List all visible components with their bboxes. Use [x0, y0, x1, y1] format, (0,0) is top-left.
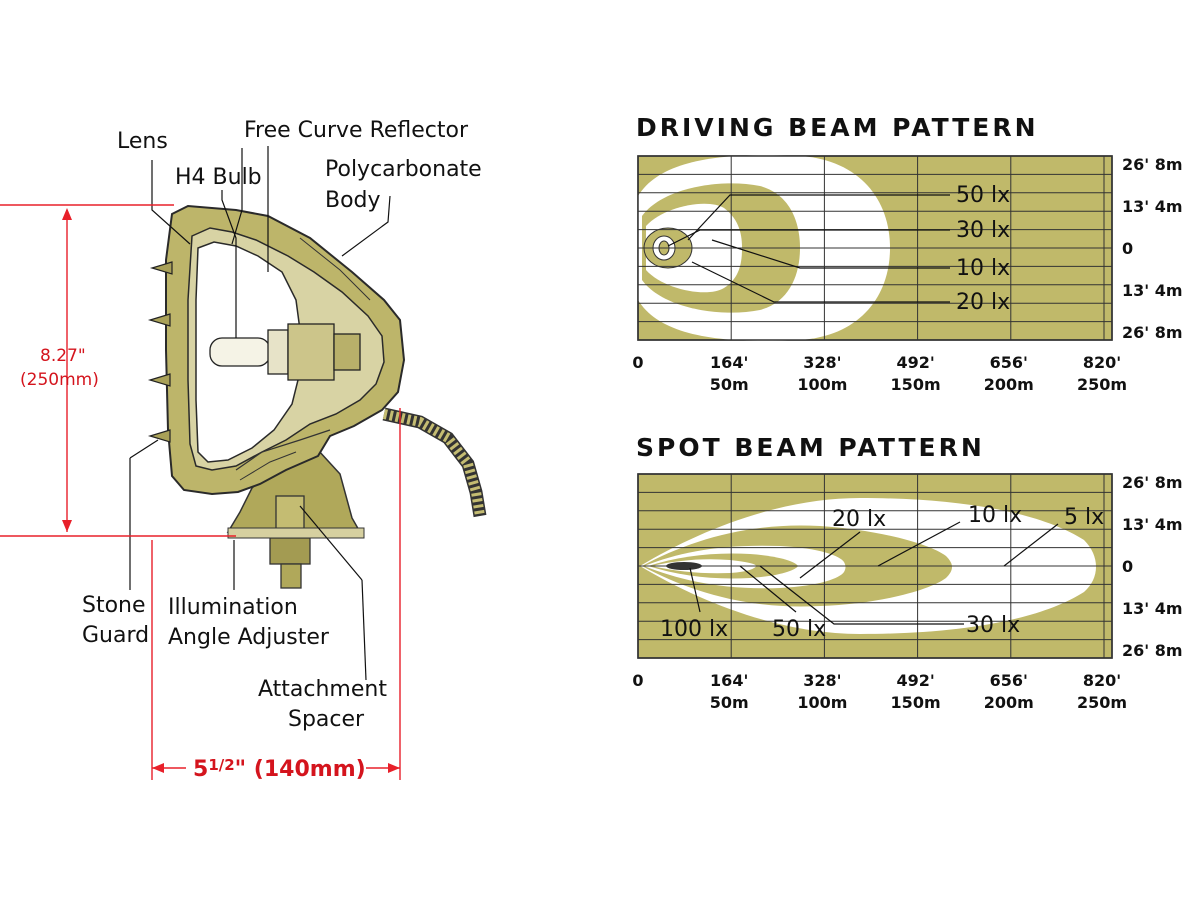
- spot-x-tick-m: 200m: [984, 693, 1034, 712]
- spot-y-tick: 0: [1122, 557, 1133, 576]
- spot-x-tick-ft: 0: [632, 671, 643, 690]
- driving-x-tick-ft: 820': [1083, 353, 1121, 372]
- spot-beam-chart: 20 lx 10 lx 5 lx 100 lx 50 lx 30 lx 0 164…: [632, 473, 1182, 712]
- driving-x-tick-ft: 656': [990, 353, 1028, 372]
- height-inches: 8.27": [40, 346, 86, 366]
- spot-x-tick-m: 250m: [1077, 693, 1127, 712]
- spot-lux-5: 5 lx: [1064, 505, 1104, 530]
- spot-x-tick-m: 50m: [710, 693, 749, 712]
- driving-x-tick-ft: 492': [896, 353, 934, 372]
- lamp-cross-section: [147, 204, 487, 589]
- driving-lux-30: 30 lx: [956, 218, 1010, 243]
- label-body: Body: [325, 188, 381, 213]
- driving-x-tick-ft: 0: [632, 353, 643, 372]
- label-spacer: Spacer: [288, 707, 365, 732]
- label-angle-adjuster: Angle Adjuster: [168, 625, 330, 650]
- driving-x-tick-m: 50m: [710, 375, 749, 394]
- driving-beam-chart: 50 lx 30 lx 10 lx 20 lx 0 164' 50m 328' 100m…: [632, 155, 1182, 394]
- spot-x-tick-ft: 164': [710, 671, 748, 690]
- dimension-lines: [0, 204, 401, 780]
- label-lens: Lens: [117, 129, 168, 154]
- driving-y-tick: 0: [1122, 239, 1133, 258]
- spot-x-tick-ft: 820': [1083, 671, 1121, 690]
- label-illumination: Illumination: [168, 595, 298, 620]
- driving-lux-10: 10 lx: [956, 256, 1010, 281]
- spot-lux-20: 20 lx: [832, 507, 886, 532]
- spot-lux-50: 50 lx: [772, 617, 826, 642]
- spot-y-tick: 26' 8m: [1122, 641, 1183, 660]
- driving-x-tick-m: 150m: [891, 375, 941, 394]
- spot-x-tick-ft: 492': [896, 671, 934, 690]
- label-free-curve-reflector: Free Curve Reflector: [244, 118, 469, 143]
- driving-x-tick-ft: 328': [803, 353, 841, 372]
- driving-lux-50: 50 lx: [956, 183, 1010, 208]
- driving-x-tick-m: 100m: [797, 375, 847, 394]
- label-attachment: Attachment: [258, 677, 387, 702]
- driving-x-tick-ft: 164': [710, 353, 748, 372]
- spot-x-tick-m: 150m: [891, 693, 941, 712]
- spot-y-tick: 13' 4m: [1122, 599, 1183, 618]
- label-h4-bulb: H4 Bulb: [175, 165, 262, 190]
- label-stone: Stone: [82, 593, 146, 618]
- spot-lux-10: 10 lx: [968, 503, 1022, 528]
- spot-y-tick: 13' 4m: [1122, 515, 1183, 534]
- spot-lux-100: 100 lx: [660, 617, 728, 642]
- driving-y-tick: 13' 4m: [1122, 197, 1183, 216]
- width-dimension: 51/2" (140mm): [193, 756, 366, 782]
- driving-y-tick: 26' 8m: [1122, 155, 1183, 174]
- driving-y-tick: 13' 4m: [1122, 281, 1183, 300]
- height-mm: (250mm): [20, 370, 99, 390]
- spot-chart-title: SPOT BEAM PATTERN: [636, 433, 985, 462]
- label-guard: Guard: [82, 623, 149, 648]
- driving-lux-20: 20 lx: [956, 290, 1010, 315]
- label-polycarbonate: Polycarbonate: [325, 157, 482, 182]
- driving-chart-title: DRIVING BEAM PATTERN: [636, 113, 1039, 142]
- spot-x-tick-ft: 656': [990, 671, 1028, 690]
- leader-lines: [129, 146, 391, 681]
- spot-x-tick-m: 100m: [797, 693, 847, 712]
- spot-x-tick-ft: 328': [803, 671, 841, 690]
- driving-x-tick-m: 200m: [984, 375, 1034, 394]
- spot-lux-30: 30 lx: [966, 613, 1020, 638]
- spot-y-tick: 26' 8m: [1122, 473, 1183, 492]
- driving-y-tick: 26' 8m: [1122, 323, 1183, 342]
- driving-x-tick-m: 250m: [1077, 375, 1127, 394]
